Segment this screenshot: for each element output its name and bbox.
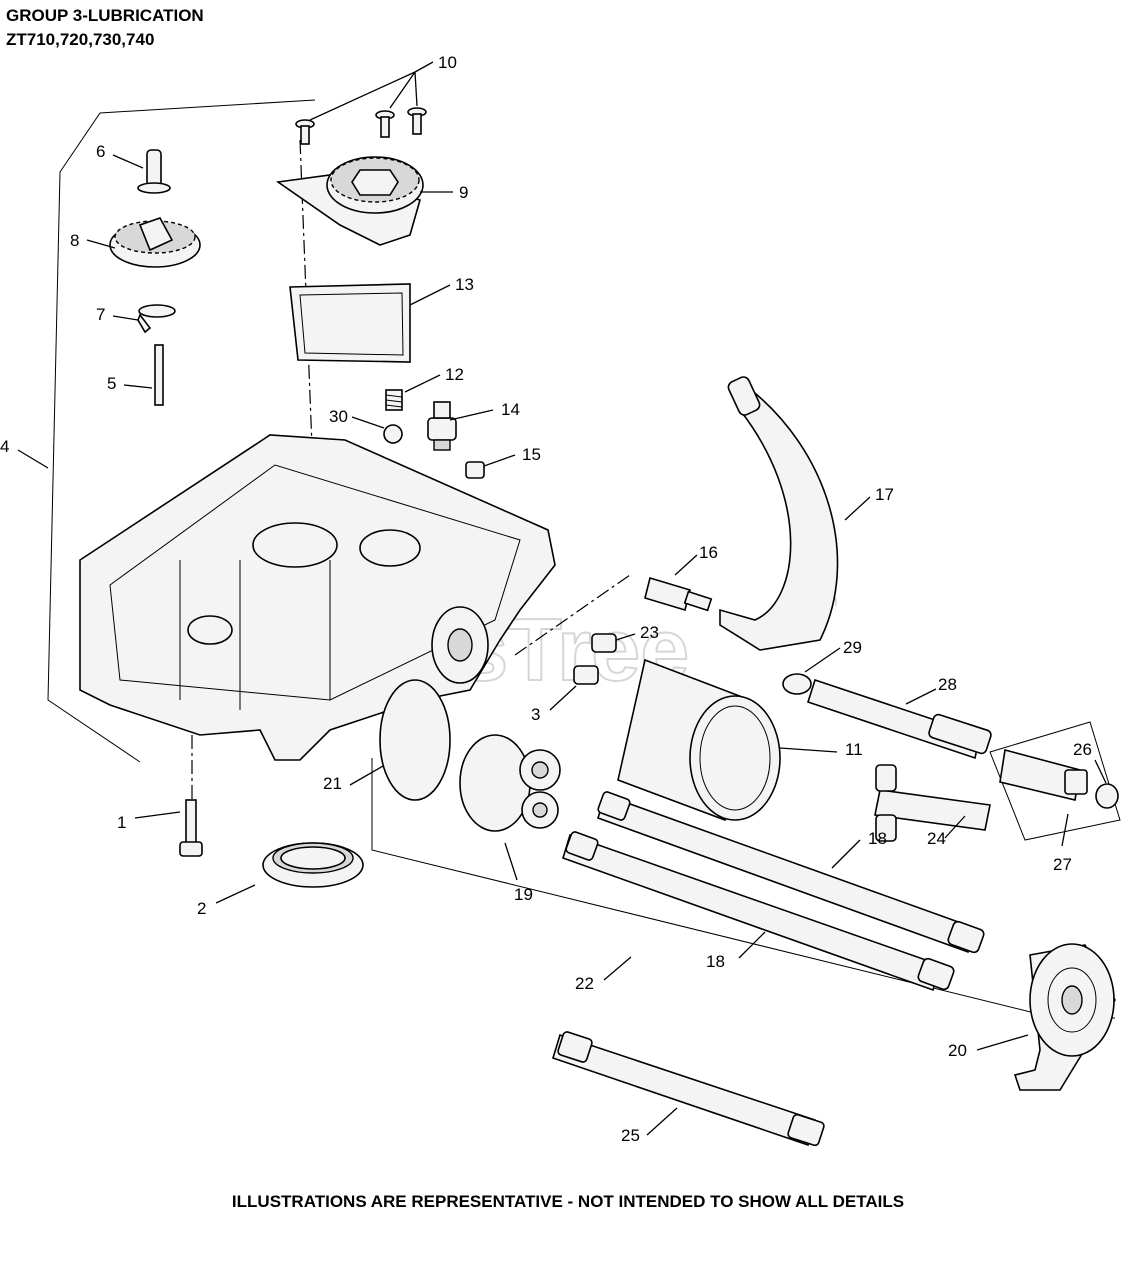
hose-18b: [562, 831, 955, 992]
callout-1: 1: [117, 813, 126, 832]
disclaimer-note: ILLUSTRATIONS ARE REPRESENTATIVE - NOT I…: [231, 1192, 905, 1211]
washer-7: [137, 304, 176, 334]
diagram-title: GROUP 3-LUBRICATION: [6, 6, 204, 25]
group-outline-4: [47, 99, 316, 763]
callout-19: 19: [514, 885, 533, 904]
oil-filter-11: [617, 658, 781, 822]
fitting-3: [573, 665, 599, 685]
callout-15: 15: [522, 445, 541, 464]
callout-16: 16: [699, 543, 718, 562]
gear-8: [109, 217, 201, 268]
hose-clamp-29: [782, 673, 812, 695]
screen-13: [289, 283, 411, 363]
callout-20: 20: [948, 1041, 967, 1060]
model-list: ZT710,720,730,740: [6, 30, 155, 49]
drain-valve-27: [999, 748, 1088, 801]
fitting-23: [591, 633, 617, 653]
fitting-16: [644, 576, 713, 612]
callout-13: 13: [455, 275, 474, 294]
callout-12: 12: [445, 365, 464, 384]
pin-5: [154, 344, 164, 406]
hose-17: [719, 383, 839, 651]
callout-27: 27: [1053, 855, 1072, 874]
screws-10: [295, 107, 427, 145]
callout-7: 7: [96, 305, 105, 324]
callout-22: 22: [575, 974, 594, 993]
bolt-1: [179, 799, 203, 857]
plug-15: [465, 461, 485, 479]
filter-mount-20: [1013, 943, 1116, 1091]
callout-14: 14: [501, 400, 520, 419]
o-ring-21: [379, 679, 451, 801]
callout-10: 10: [438, 53, 457, 72]
pump-gear-9: [275, 156, 424, 246]
callout-5: 5: [107, 374, 116, 393]
callout-29: 29: [843, 638, 862, 657]
hose-18a: [597, 791, 985, 954]
callout-17: 17: [875, 485, 894, 504]
leader-lines: [17, 61, 1107, 1136]
callout-4: 4: [0, 437, 9, 456]
filter-adapter-19: [459, 734, 561, 832]
callout-18-upper: 18: [868, 829, 887, 848]
callout-6: 6: [96, 142, 105, 161]
group-outline-27: [989, 721, 1121, 841]
callout-8: 8: [70, 231, 79, 250]
callout-28: 28: [938, 675, 957, 694]
seal-2: [262, 842, 364, 888]
spring-12: [385, 389, 403, 411]
filter-centerline: [514, 574, 631, 656]
callout-3: 3: [531, 705, 540, 724]
callout-30: 30: [329, 407, 348, 426]
callout-9: 9: [459, 183, 468, 202]
hose-25: [552, 1031, 825, 1147]
callout-24: 24: [927, 829, 946, 848]
callout-21: 21: [323, 774, 342, 793]
hose-28: [806, 678, 992, 760]
callout-18-lower: 18: [706, 952, 725, 971]
callout-25: 25: [621, 1126, 640, 1145]
clip-26: [1095, 783, 1119, 809]
callout-11: 11: [845, 740, 863, 759]
pressure-switch-14: [427, 401, 457, 451]
callout-26: 26: [1073, 740, 1092, 759]
oil-pan-housing: [79, 434, 556, 761]
callout-2: 2: [197, 899, 206, 918]
ball-30: [383, 424, 403, 444]
shaft-6: [137, 149, 171, 194]
callout-23: 23: [640, 623, 659, 642]
